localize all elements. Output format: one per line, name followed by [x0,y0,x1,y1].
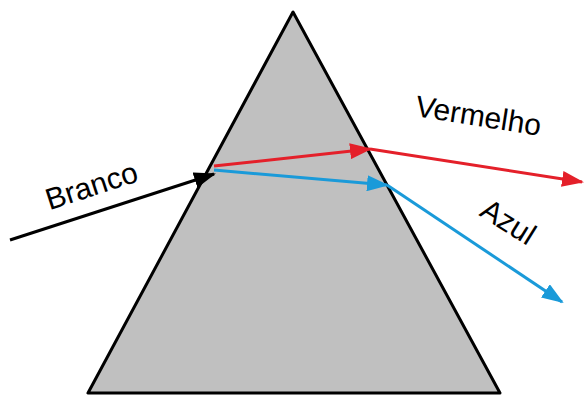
ray-label: Azul [475,194,540,250]
red-ray-outside [370,149,582,182]
ray-label: Vermelho [413,91,543,140]
red-ray-inside [214,149,370,166]
ray-label: Branco [42,157,142,215]
prism [88,12,500,393]
blue-ray-inside [214,170,387,185]
blue-ray-outside [387,185,562,302]
